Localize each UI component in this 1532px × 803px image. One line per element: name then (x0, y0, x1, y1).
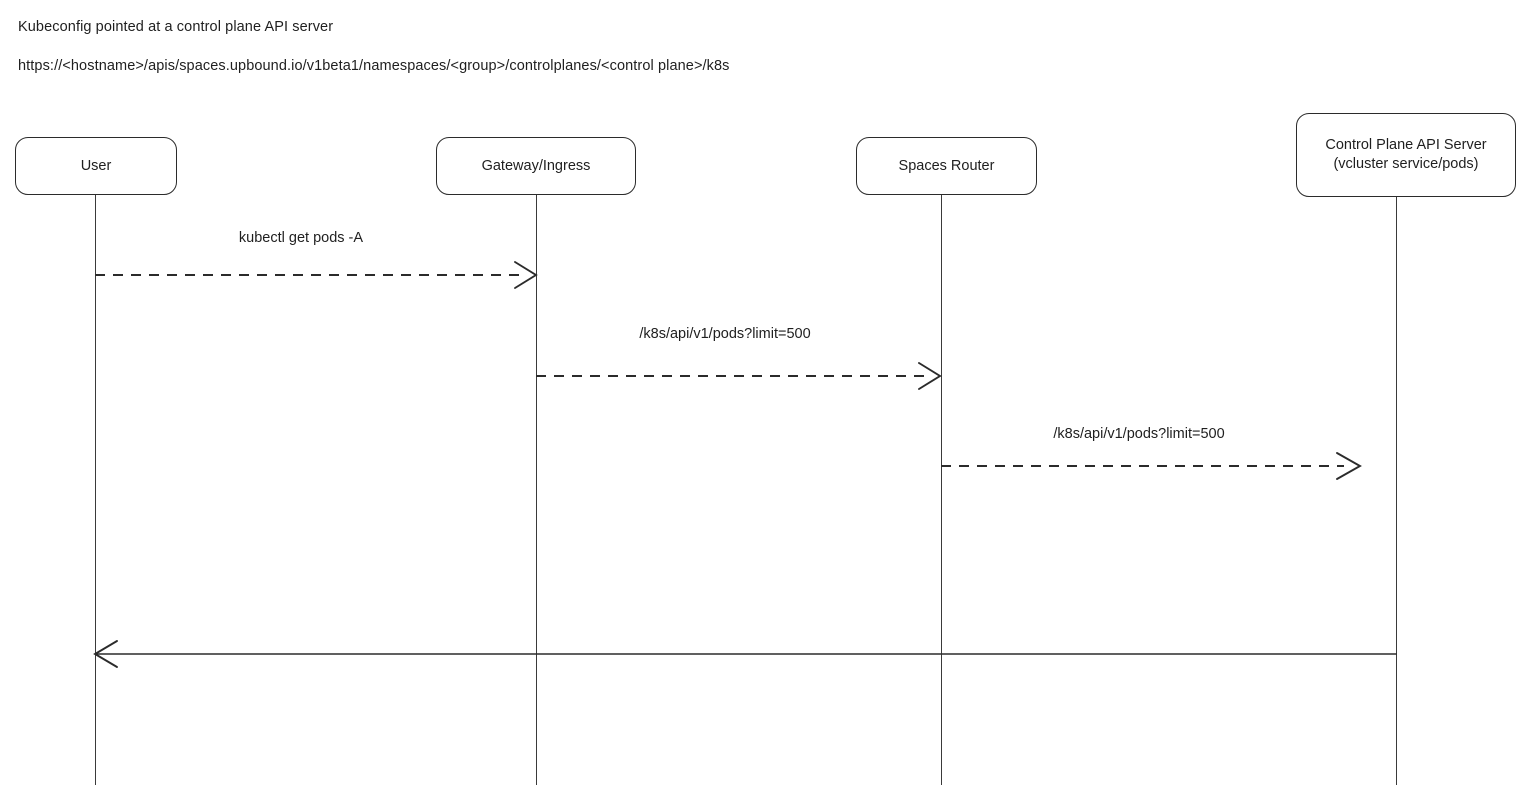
message-label-kubectl-get-pods: kubectl get pods -A (238, 230, 364, 246)
participant-label-user: User (80, 157, 112, 174)
diagram-title: Kubeconfig pointed at a control plane AP… (18, 19, 334, 35)
arrow-head (93, 640, 118, 668)
lifeline-user (95, 194, 96, 785)
participant-box-spaces-router[interactable]: Spaces Router (856, 137, 1037, 195)
message-label-k8s-api-pods-2: /k8s/api/v1/pods?limit=500 (1053, 426, 1225, 442)
message-arrow-2 (536, 362, 942, 390)
message-label-k8s-api-pods-1: /k8s/api/v1/pods?limit=500 (639, 326, 811, 342)
participant-box-gateway[interactable]: Gateway/Ingress (436, 137, 636, 195)
message-arrow-3 (941, 452, 1362, 480)
participant-box-control-plane[interactable]: Control Plane API Server (vcluster servi… (1296, 113, 1516, 197)
participant-label-gateway: Gateway/Ingress (481, 157, 591, 174)
lifeline-spaces-router (941, 194, 942, 785)
message-arrow-1 (95, 261, 538, 289)
arrow-head (514, 261, 538, 289)
diagram-subtitle-url: https://<hostname>/apis/spaces.upbound.i… (18, 58, 730, 74)
message-arrow-4-return (93, 640, 1397, 668)
arrow-head (918, 362, 942, 390)
lifeline-control-plane (1396, 197, 1397, 785)
arrow-head (1336, 452, 1362, 480)
participant-label-control-plane: Control Plane API Server (vcluster servi… (1325, 137, 1487, 172)
participant-box-user[interactable]: User (15, 137, 177, 195)
lifeline-gateway (536, 194, 537, 785)
participant-label-spaces-router: Spaces Router (898, 157, 995, 174)
